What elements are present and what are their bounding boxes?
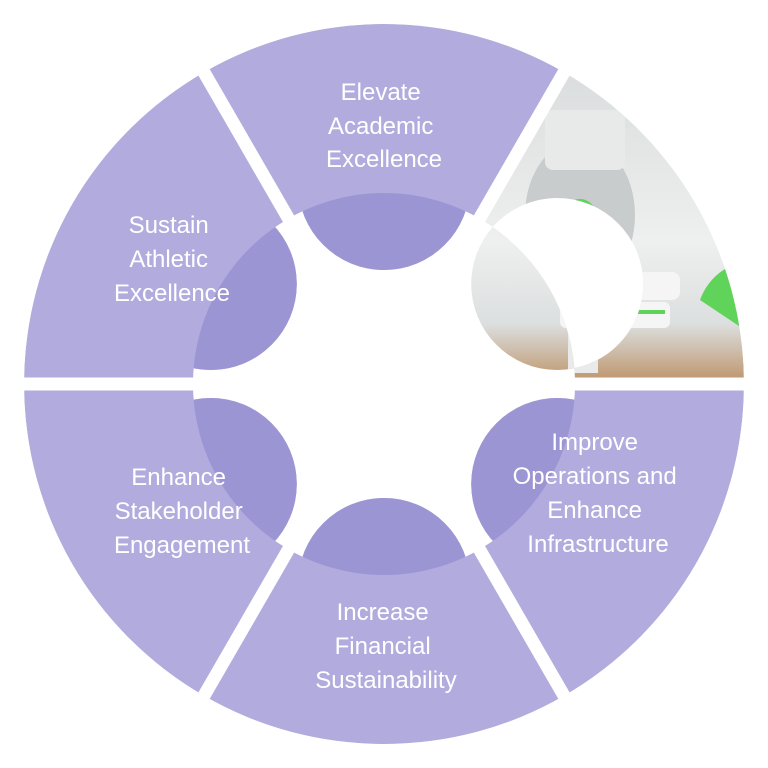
label-elevate-academic-excellence: Elevate Academic Excellence	[326, 79, 442, 173]
label-increase-financial-sustainability: Increase Financial Sustainability	[315, 599, 456, 694]
label-sustain-athletic-excellence: Sustain Athletic Excellence	[114, 212, 230, 307]
segment-gap	[193, 380, 390, 708]
segment-upper-left	[24, 72, 384, 384]
segment-lower-left	[24, 384, 384, 696]
label-enhance-stakeholder-engagement: Enhance Stakeholder Engagement	[114, 464, 250, 559]
segment-gap	[378, 380, 575, 708]
label-improve-operations: Improve Operations and Enhance Infrastru…	[513, 429, 684, 558]
segment-bottom	[204, 384, 564, 744]
segment-top	[204, 24, 564, 385]
segment-lower-right	[384, 384, 744, 696]
segment-gap	[193, 60, 390, 388]
segment-gap	[378, 60, 575, 388]
